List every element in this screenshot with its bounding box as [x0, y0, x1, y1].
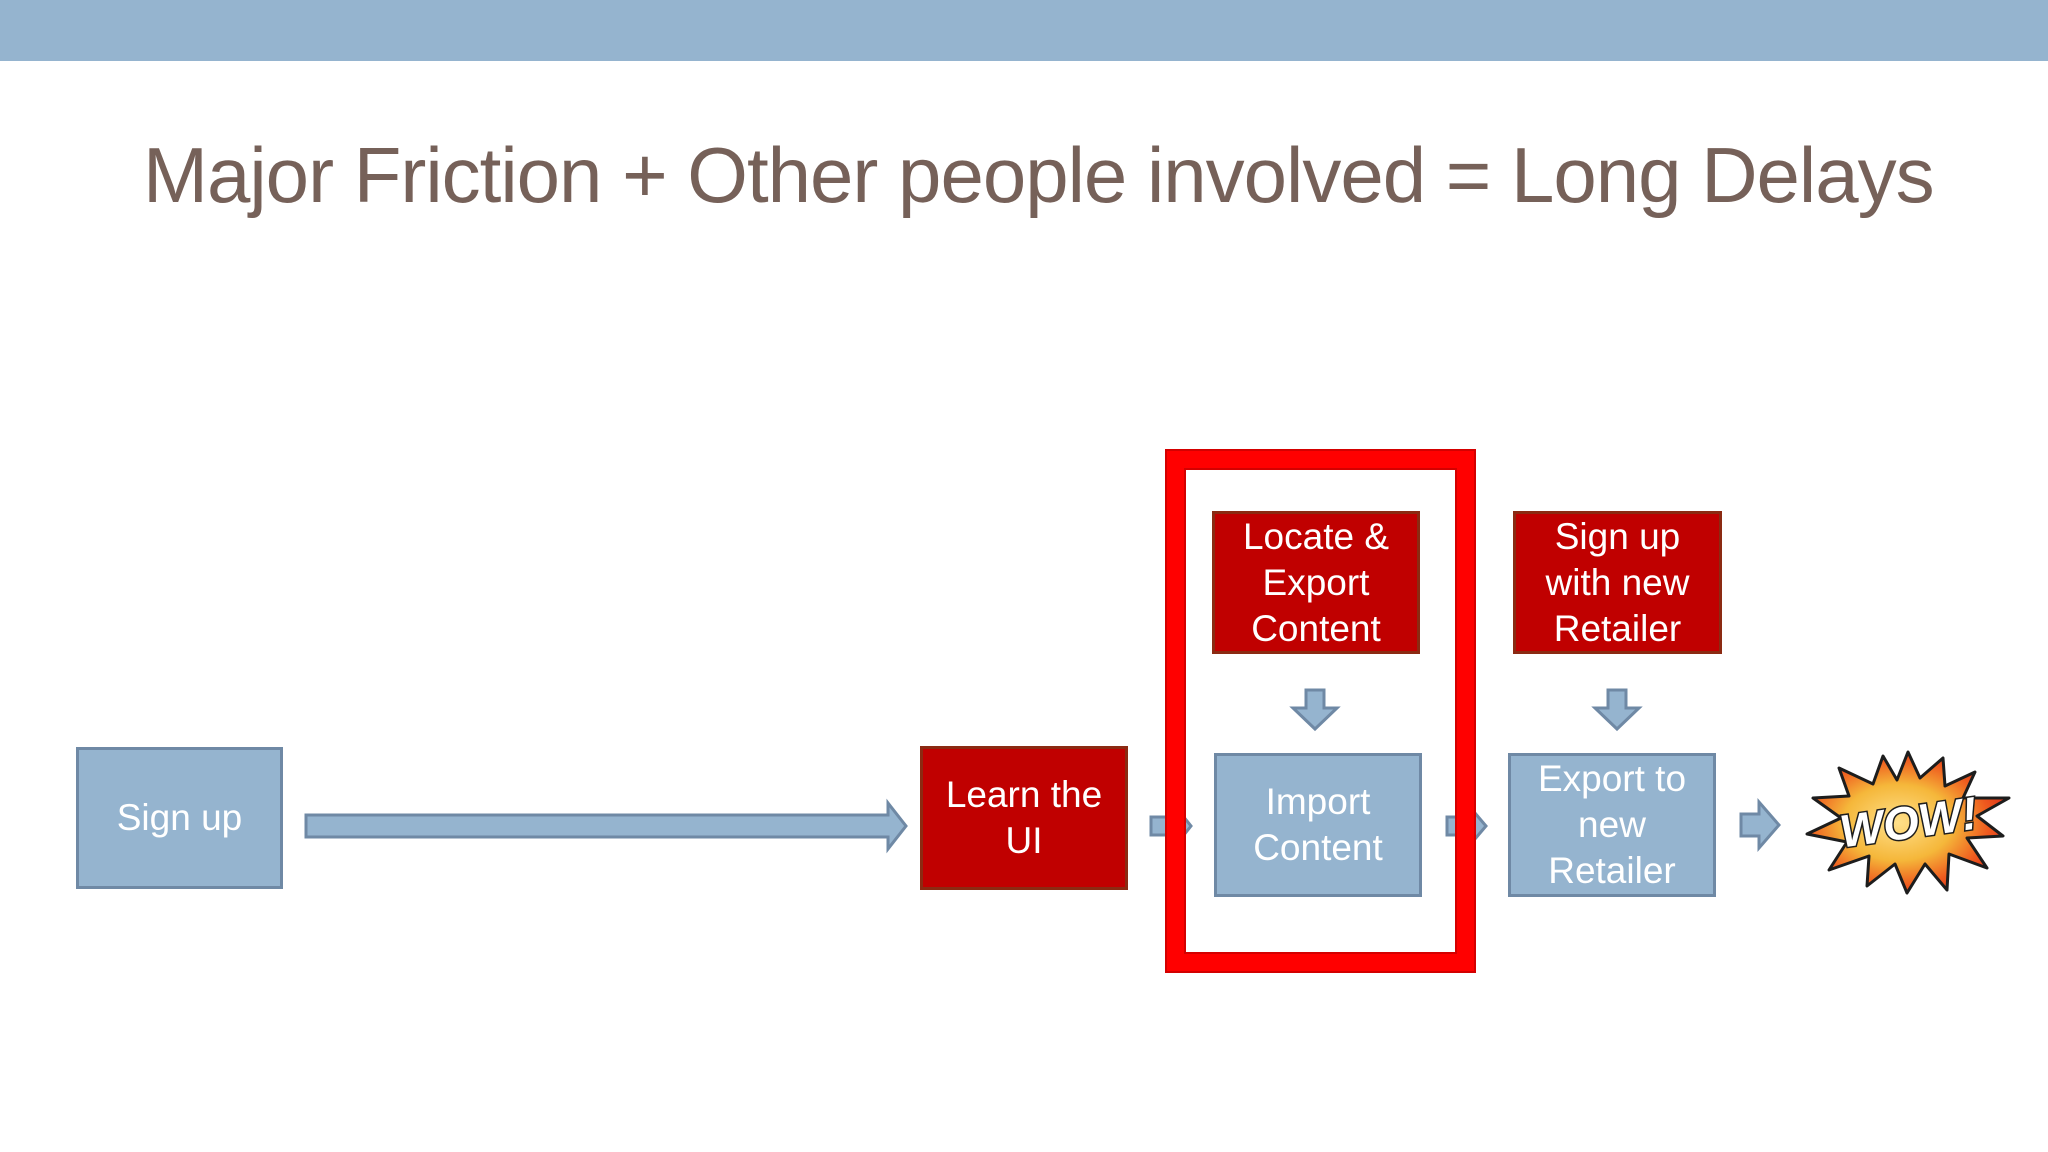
friction-highlight-frame	[1167, 451, 1474, 971]
step-sign-up-retailer: Sign up with new Retailer	[1513, 511, 1722, 654]
step-import-content: Import Content	[1214, 753, 1422, 897]
arrow-right-to-wow	[1739, 797, 1781, 853]
top-accent-bar	[0, 0, 2048, 61]
step-sign-up-retailer-label: Sign up with new Retailer	[1545, 515, 1690, 649]
step-sign-up-label: Sign up	[116, 797, 243, 838]
step-export-retailer: Export to new Retailer	[1508, 753, 1716, 897]
starburst-shape	[1805, 750, 2011, 895]
step-locate-export: Locate & Export Content	[1212, 511, 1420, 654]
arrow-down-2	[1591, 688, 1643, 732]
slide-title: Major Friction + Other people involved =…	[143, 131, 1935, 219]
step-locate-export-label: Locate & Export Content	[1242, 515, 1390, 649]
step-learn-ui-label: Learn the UI	[945, 774, 1103, 861]
step-export-retailer-label: Export to new Retailer	[1537, 758, 1687, 891]
step-learn-ui: Learn the UI	[920, 746, 1128, 890]
step-import-content-label: Import Content	[1253, 781, 1383, 868]
arrow-long-right	[304, 798, 908, 854]
step-sign-up: Sign up	[76, 747, 283, 889]
wow-burst-graphic: WOW!	[1805, 750, 2011, 895]
